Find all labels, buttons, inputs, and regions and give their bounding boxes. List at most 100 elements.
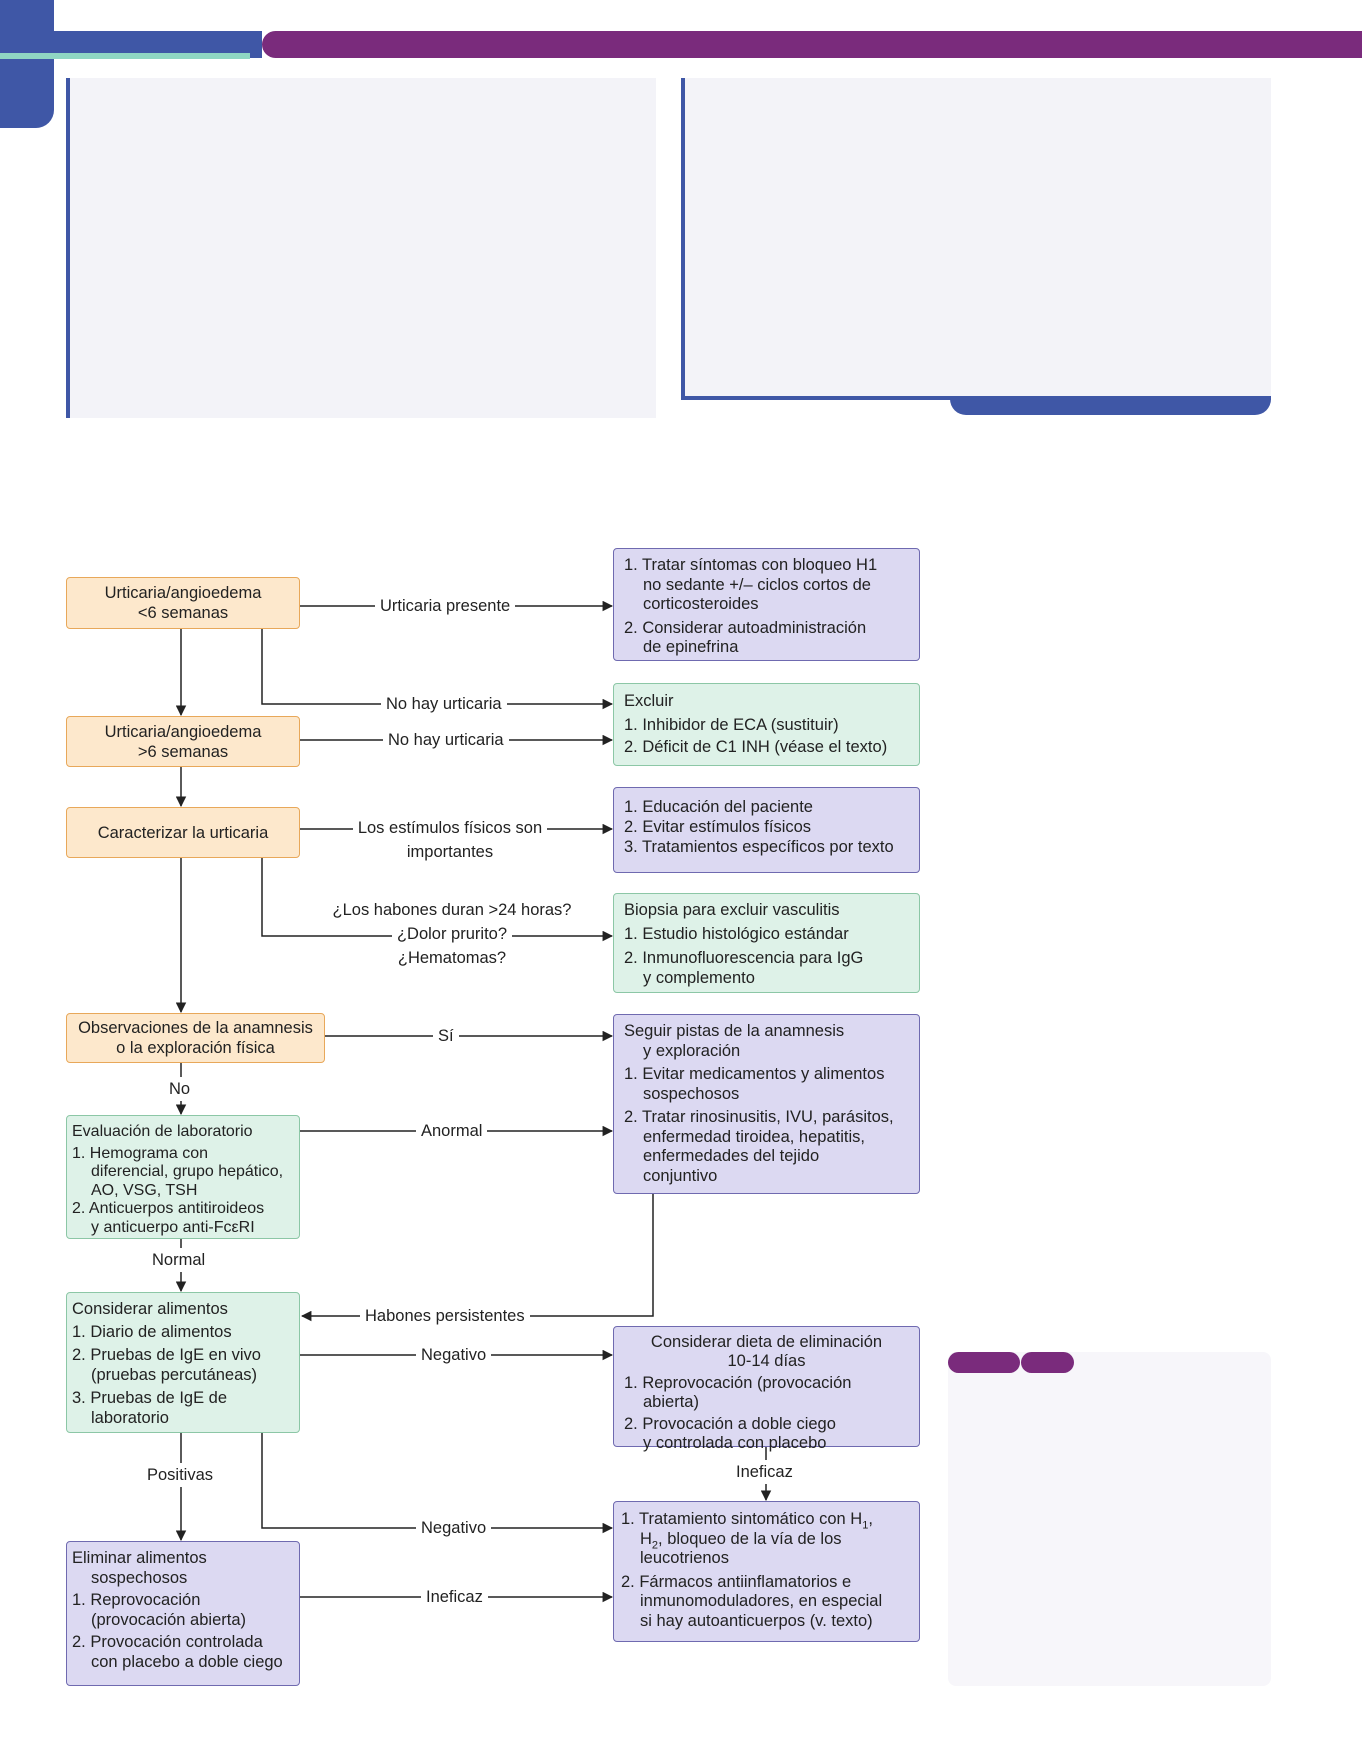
box-laboratorio-line-6: y anticuerpo anti-FcεRI: [91, 1218, 255, 1236]
top-left-panel: [66, 78, 656, 418]
box-laboratorio-line-5: 2. Anticuerpos antitiroideos: [72, 1200, 265, 1217]
box-tratar-sintomas-line-5: de epinefrina: [643, 638, 739, 656]
box-tratamiento-line-1: 1. Tratamiento sintomático con H1,: [621, 1510, 912, 1532]
box-alimentos-line-3: 2. Pruebas de IgE en vivo: [72, 1346, 261, 1364]
label-estimulos: Los estímulos físicos son importantes: [345, 816, 555, 864]
box-educacion: 1. Educación del paciente 2. Evitar estí…: [613, 787, 920, 873]
box-tratamiento-h2-sub: 2: [651, 1538, 659, 1551]
box-caracterizar: Caracterizar la urticaria: [66, 807, 300, 858]
box-dieta-line-3: 1. Reprovocación (provocación: [624, 1374, 852, 1392]
panel-pill-1: [948, 1352, 1020, 1373]
box-observaciones-line-1: Observaciones de la anamnesis: [78, 1019, 313, 1037]
box-eliminar-line-3: 1. Reprovocación: [72, 1591, 201, 1609]
label-anormal: Anormal: [416, 1119, 488, 1143]
box-tratar-sintomas-line-4: 2. Considerar autoadministración: [624, 618, 867, 637]
label-no-hay-urticaria-2: No hay urticaria: [383, 728, 509, 752]
header-teal-line: [0, 53, 250, 59]
box-tratamiento-line-3: leucotrienos: [640, 1549, 729, 1567]
box-eliminar-line-6: con placebo a doble ciego: [91, 1652, 283, 1671]
box-laboratorio-line-4: AO, VSG, TSH: [91, 1181, 198, 1199]
box-alimentos-line-1: Considerar alimentos: [72, 1300, 228, 1318]
box-dieta-eliminacion: Considerar dieta de eliminación 10-14 dí…: [613, 1326, 920, 1452]
box-urticaria-gt6: Urticaria/angioedema >6 semanas: [66, 716, 300, 767]
label-habones-persistentes: Habones persistentes: [360, 1304, 530, 1328]
header-band-purple: [262, 31, 1362, 58]
box-tratamiento-sintomatico: 1. Tratamiento sintomático con H1, H2, b…: [613, 1501, 920, 1642]
box-biopsia-line-2: 1. Estudio histológico estándar: [624, 925, 849, 943]
label-urticaria-presente: Urticaria presente: [375, 594, 516, 618]
box-observaciones: Observaciones de la anamnesis o la explo…: [66, 1013, 325, 1063]
box-eliminar: Eliminar alimentos sospechosos 1. Reprov…: [66, 1541, 300, 1686]
box-educacion-line-3: 3. Tratamientos específicos por texto: [624, 838, 894, 856]
box-seguir-pistas-line-3: 1. Evitar medicamentos y alimentos: [624, 1065, 885, 1083]
box-urticaria-lt6-line-1: Urticaria/angioedema: [104, 584, 262, 602]
box-tratar-sintomas: 1. Tratar síntomas con bloqueo H1 no sed…: [613, 548, 920, 661]
box-seguir-pistas-line-1: Seguir pistas de la anamnesis: [624, 1022, 845, 1040]
box-alimentos: Considerar alimentos 1. Diario de alimen…: [66, 1292, 300, 1433]
label-ineficaz-2: Ineficaz: [421, 1585, 488, 1609]
box-tratamiento-line-2: H2, bloqueo de la vía de los: [621, 1529, 912, 1551]
label-habones: ¿Los habones duran >24 horas? ¿Dolor pru…: [320, 898, 584, 970]
box-alimentos-line-4: (pruebas percutáneas): [91, 1366, 258, 1384]
label-habones-line-1: ¿Los habones duran >24 horas?: [332, 901, 572, 919]
box-eliminar-line-2: sospechosos: [91, 1568, 188, 1587]
box-biopsia: Biopsia para excluir vasculitis 1. Estud…: [613, 893, 920, 993]
box-seguir-pistas-line-6: enfermedad tiroidea, hepatitis,: [643, 1127, 865, 1146]
box-tratar-sintomas-line-3: corticosteroides: [643, 595, 759, 613]
box-seguir-pistas-line-2: y exploración: [643, 1041, 741, 1060]
label-normal: Normal: [147, 1248, 211, 1272]
label-no-hay-urticaria-1: No hay urticaria: [381, 692, 507, 716]
label-negativo-1: Negativo: [416, 1343, 492, 1367]
box-eliminar-line-5: 2. Provocación controlada: [72, 1633, 263, 1651]
box-eliminar-line-4: (provocación abierta): [91, 1610, 246, 1629]
box-dieta-line-6: y controlada con placebo: [643, 1434, 827, 1452]
box-tratamiento-line-2-text: , bloqueo de la vía de los: [658, 1529, 842, 1548]
box-dieta-line-2: 10-14 días: [727, 1352, 806, 1370]
box-urticaria-gt6-line-1: Urticaria/angioedema: [104, 722, 262, 741]
label-estimulos-line-2: importantes: [406, 843, 494, 861]
label-habones-line-2: ¿Dolor prurito?: [391, 922, 513, 946]
box-excluir-line-1: Excluir: [624, 692, 674, 710]
panel-pill-2: [1021, 1352, 1074, 1373]
box-caracterizar-line-1: Caracterizar la urticaria: [97, 823, 269, 842]
box-laboratorio-line-2: 1. Hemograma con: [72, 1144, 209, 1162]
box-dieta-line-5: 2. Provocación a doble ciego: [624, 1415, 836, 1433]
bottom-right-panel: [948, 1352, 1271, 1686]
header-tab-blue: [0, 0, 54, 128]
box-laboratorio-line-3: diferencial, grupo hepático,: [91, 1163, 284, 1180]
box-tratar-sintomas-line-2: no sedante +/– ciclos cortos de: [643, 575, 871, 594]
box-tratamiento-line-1-text: 1. Tratamiento sintomático con H: [621, 1510, 863, 1528]
box-urticaria-gt6-line-2: >6 semanas: [137, 742, 229, 761]
box-urticaria-lt6-line-2: <6 semanas: [137, 604, 229, 622]
box-tratamiento-comma: ,: [868, 1510, 873, 1528]
box-tratamiento-line-4: 2. Fármacos antiinflamatorios e: [621, 1572, 852, 1591]
box-seguir-pistas: Seguir pistas de la anamnesis y explorac…: [613, 1014, 920, 1194]
box-tratamiento-h1-sub: 1: [862, 1519, 869, 1532]
box-excluir: Excluir 1. Inhibidor de ECA (sustituir) …: [613, 683, 920, 766]
label-habones-line-3: ¿Hematomas?: [397, 949, 507, 967]
box-biopsia-line-1: Biopsia para excluir vasculitis: [624, 901, 840, 919]
box-alimentos-line-2: 1. Diario de alimentos: [72, 1323, 232, 1341]
box-educacion-line-1: 1. Educación del paciente: [624, 798, 813, 816]
box-alimentos-line-6: laboratorio: [91, 1409, 169, 1427]
box-tratamiento-line-5: inmunomoduladores, en especial: [640, 1592, 883, 1610]
label-no: No: [164, 1077, 196, 1101]
box-educacion-line-2: 2. Evitar estímulos físicos: [624, 818, 812, 836]
box-biopsia-line-4: y complemento: [643, 969, 755, 987]
top-right-panel-tab: [950, 396, 1271, 415]
box-excluir-line-2: 1. Inhibidor de ECA (sustituir): [624, 716, 839, 734]
label-estimulos-line-1: Los estímulos físicos son: [352, 816, 548, 840]
label-si: Sí: [433, 1024, 459, 1048]
box-urticaria-lt6: Urticaria/angioedema <6 semanas: [66, 577, 300, 629]
label-ineficaz-1: Ineficaz: [731, 1460, 798, 1484]
box-laboratorio: Evaluación de laboratorio 1. Hemograma c…: [66, 1115, 300, 1239]
box-seguir-pistas-line-7: enfermedades del tejido: [643, 1147, 820, 1165]
box-tratar-sintomas-line-1: 1. Tratar síntomas con bloqueo H1: [624, 556, 878, 574]
box-dieta-line-4: abierta): [643, 1393, 699, 1411]
box-eliminar-line-1: Eliminar alimentos: [72, 1549, 207, 1567]
label-positivas: Positivas: [142, 1463, 219, 1487]
box-excluir-line-3: 2. Déficit de C1 INH (véase el texto): [624, 738, 888, 756]
box-laboratorio-line-1: Evaluación de laboratorio: [72, 1123, 253, 1140]
box-tratamiento-h2: H: [640, 1529, 652, 1548]
